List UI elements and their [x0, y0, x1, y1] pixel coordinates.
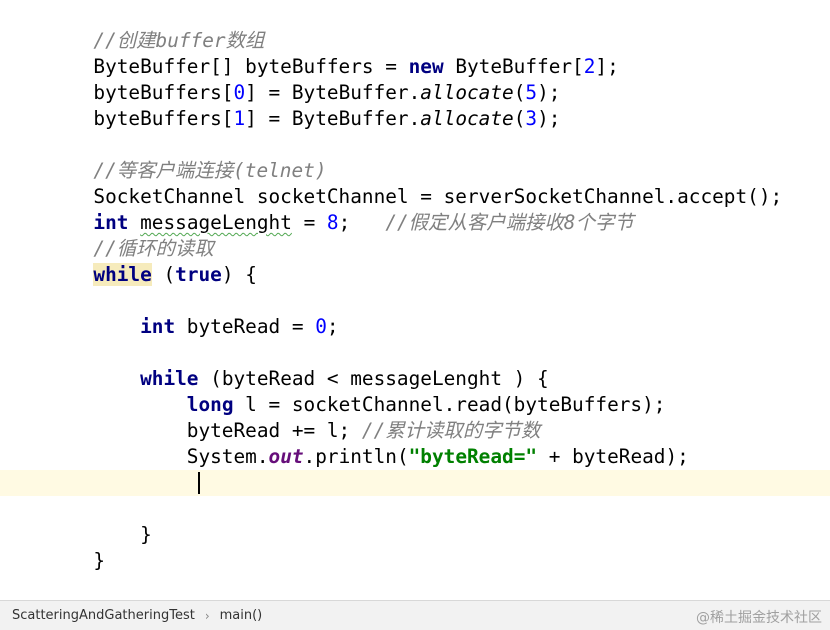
code-token — [0, 263, 93, 286]
code-token: true — [175, 263, 222, 286]
code-line[interactable] — [0, 496, 830, 522]
breadcrumb-method[interactable]: main() — [219, 608, 263, 623]
code-token: "byteRead=" — [408, 445, 538, 468]
code-token: 3 — [525, 107, 538, 130]
code-token: 0 — [233, 81, 246, 104]
code-line[interactable]: //循环的读取 — [0, 236, 830, 262]
code-token: //假定从客户端接收8个字节 — [385, 211, 634, 234]
code-token: ByteBuffer[] byteBuffers = — [0, 55, 409, 78]
code-token: byteRead = — [175, 315, 316, 338]
code-token: ; — [326, 315, 339, 338]
watermark: @稀土掘金技术社区 — [696, 610, 822, 626]
breadcrumb-class[interactable]: ScatteringAndGatheringTest — [12, 608, 195, 623]
code-line[interactable]: //创建buffer数组 — [0, 28, 830, 54]
code-token: byteBuffers[ — [0, 81, 234, 104]
code-line[interactable]: byteRead += l; //累计读取的字节数 — [0, 418, 830, 444]
code-token: ( — [513, 107, 526, 130]
code-text[interactable]: //创建buffer数组 ByteBuffer[] byteBuffers = … — [0, 28, 830, 574]
code-token: 1 — [233, 107, 246, 130]
code-token: while — [93, 263, 152, 286]
code-token: ] = ByteBuffer. — [245, 107, 421, 130]
code-token: 8 — [326, 211, 339, 234]
code-token: ]; — [595, 55, 619, 78]
code-line[interactable]: byteBuffers[0] = ByteBuffer.allocate(5); — [0, 80, 830, 106]
code-line[interactable] — [0, 288, 830, 314]
code-token: ); — [537, 107, 561, 130]
code-line[interactable]: int messageLenght = 8; //假定从客户端接收8个字节 — [0, 210, 830, 236]
code-token: System. — [0, 445, 269, 468]
code-token: //等客户端连接(telnet) — [93, 159, 327, 182]
current-line-highlight — [0, 470, 830, 496]
code-line[interactable]: while (byteRead < messageLenght ) { — [0, 366, 830, 392]
code-token: allocate — [420, 107, 514, 130]
code-token: l = socketChannel.read(byteBuffers); — [233, 393, 666, 416]
code-token: int — [140, 315, 176, 338]
code-token: (byteRead < messageLenght ) { — [198, 367, 549, 390]
code-line[interactable] — [0, 340, 830, 366]
code-line[interactable]: } — [0, 522, 830, 548]
text-caret — [198, 472, 200, 494]
code-line[interactable] — [0, 132, 830, 158]
code-token: ( — [151, 263, 176, 286]
code-token — [0, 367, 140, 390]
code-token: + byteRead); — [537, 445, 689, 468]
code-token: out — [268, 445, 304, 468]
code-token: } — [0, 523, 152, 546]
code-token: ] = ByteBuffer. — [245, 81, 421, 104]
code-token: allocate — [420, 81, 514, 104]
code-line[interactable]: } — [0, 548, 830, 574]
code-line[interactable]: //等客户端连接(telnet) — [0, 158, 830, 184]
code-token: ; — [338, 211, 386, 234]
code-token: 2 — [583, 55, 596, 78]
code-token: byteBuffers[ — [0, 107, 234, 130]
code-token — [0, 237, 93, 260]
code-line[interactable]: while (true) { — [0, 262, 830, 288]
code-line[interactable]: System.out.println("byteRead=" + byteRea… — [0, 444, 830, 470]
code-line[interactable] — [0, 470, 830, 496]
code-line[interactable]: long l = socketChannel.read(byteBuffers)… — [0, 392, 830, 418]
code-token — [0, 159, 93, 182]
code-line[interactable]: ByteBuffer[] byteBuffers = new ByteBuffe… — [0, 54, 830, 80]
code-token — [0, 211, 93, 234]
code-token: = — [291, 211, 327, 234]
code-token: ByteBuffer[ — [443, 55, 584, 78]
code-token: new — [408, 55, 444, 78]
code-token: int — [93, 211, 129, 234]
code-token: //循环的读取 — [93, 237, 214, 260]
code-token: 0 — [315, 315, 327, 338]
chevron-right-icon: › — [204, 608, 210, 623]
code-token: ); — [537, 81, 561, 104]
code-line[interactable]: byteBuffers[1] = ByteBuffer.allocate(3); — [0, 106, 830, 132]
code-token: ) { — [221, 263, 257, 286]
code-token: ( — [513, 81, 526, 104]
code-token: } — [0, 549, 106, 572]
code-token — [128, 211, 140, 234]
code-token: while — [140, 367, 199, 390]
code-token: .println( — [303, 445, 409, 468]
code-line[interactable]: int byteRead = 0; — [0, 314, 830, 340]
code-token: SocketChannel socketChannel = serverSock… — [0, 185, 783, 208]
code-token: byteRead += l; — [0, 419, 362, 442]
code-token — [0, 29, 93, 52]
code-token — [0, 393, 187, 416]
code-token: messageLenght — [140, 211, 292, 234]
code-token: long — [186, 393, 234, 416]
code-token: 5 — [525, 81, 538, 104]
code-line[interactable]: SocketChannel socketChannel = serverSock… — [0, 184, 830, 210]
code-token: //累计读取的字节数 — [361, 419, 541, 442]
breadcrumb-bar: ScatteringAndGatheringTest › main() @稀土掘… — [0, 600, 830, 630]
code-token: //创建buffer数组 — [93, 29, 265, 52]
code-token — [0, 315, 140, 338]
code-editor[interactable]: //创建buffer数组 ByteBuffer[] byteBuffers = … — [0, 0, 830, 600]
